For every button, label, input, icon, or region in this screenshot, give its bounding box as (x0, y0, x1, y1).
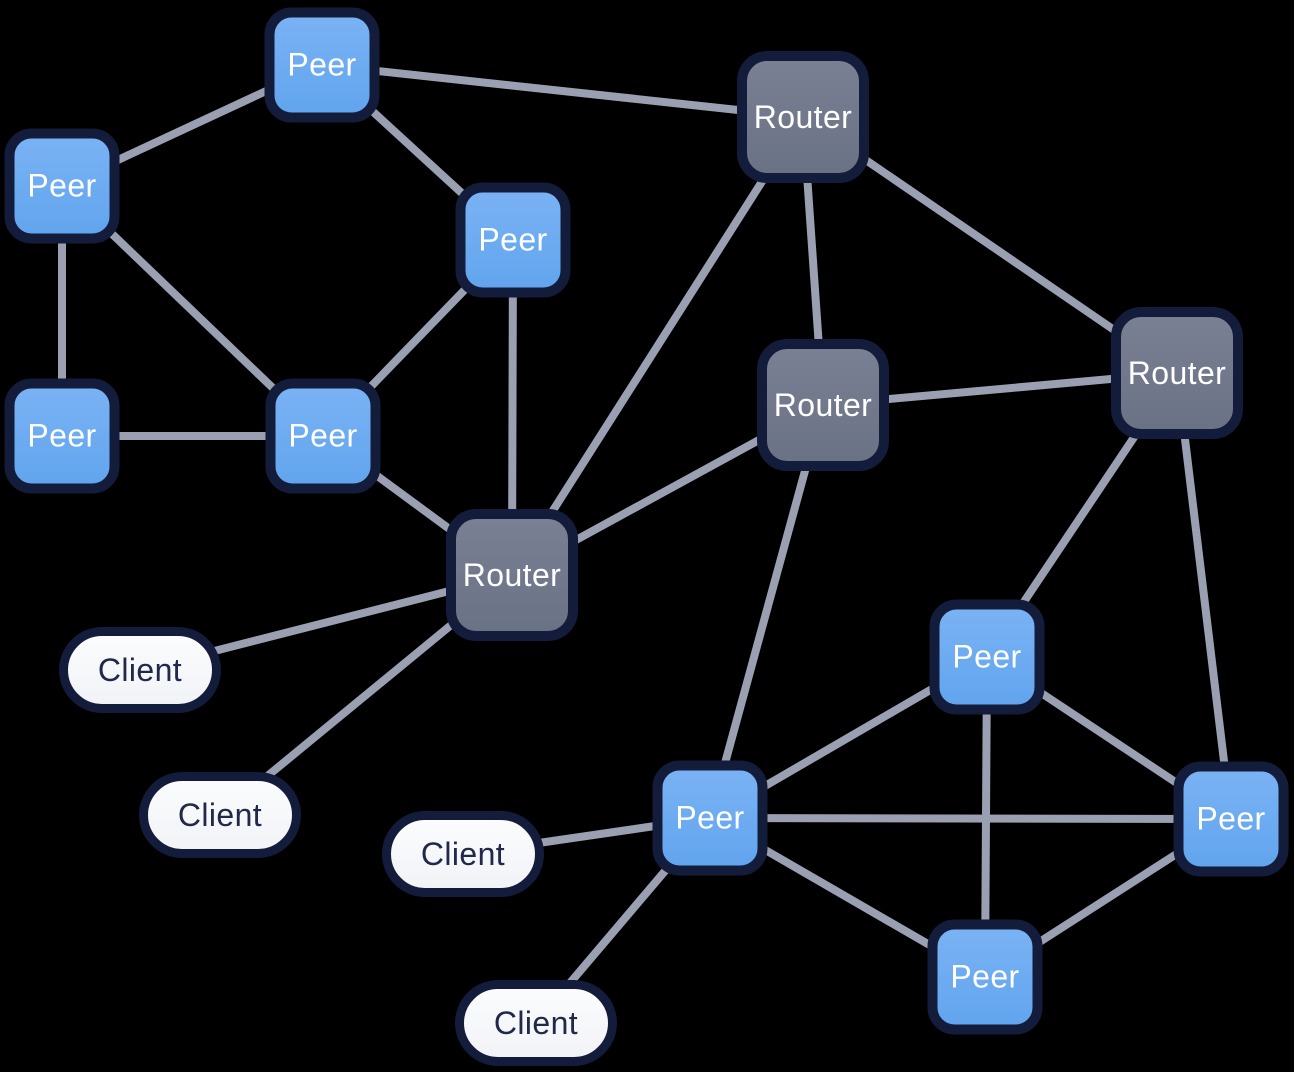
node-label: Peer (675, 799, 745, 836)
node-peer-5[interactable]: Peer (265, 378, 381, 494)
node-peer-6[interactable]: Peer (929, 599, 1045, 715)
node-peer-4[interactable]: Peer (4, 378, 120, 494)
node-client-3[interactable]: Client (382, 811, 544, 897)
node-label: Client (177, 796, 263, 833)
node-label: Peer (288, 417, 358, 454)
edge-router-3-peer-8 (1173, 369, 1235, 823)
node-client-4[interactable]: Client (455, 980, 617, 1066)
node-label: Peer (478, 221, 548, 258)
node-label: Router (753, 98, 853, 135)
edge-peer-7-peer-8 (706, 814, 1235, 823)
node-label: Client (420, 835, 506, 872)
node-label: Router (462, 556, 562, 593)
node-label: Peer (27, 417, 97, 454)
node-peer-1[interactable]: Peer (264, 7, 380, 123)
node-label: Peer (287, 46, 357, 83)
node-router-2[interactable]: Router (757, 339, 889, 471)
node-client-1[interactable]: Client (59, 627, 221, 713)
edge-peer-1-router-1 (318, 61, 807, 121)
node-peer-9[interactable]: Peer (927, 919, 1043, 1035)
edge-router-1-router-4 (508, 113, 807, 579)
node-peer-3[interactable]: Peer (455, 182, 571, 298)
node-peer-8[interactable]: Peer (1173, 761, 1289, 877)
node-label: Client (97, 651, 183, 688)
node-label: Peer (952, 638, 1022, 675)
node-label: Peer (1196, 800, 1266, 837)
node-label: Router (1127, 354, 1227, 391)
edge-router-2-peer-7 (706, 401, 827, 822)
node-label: Router (773, 386, 873, 423)
node-router-4[interactable]: Router (446, 509, 578, 641)
node-peer-2[interactable]: Peer (4, 128, 120, 244)
node-label: Client (493, 1004, 579, 1041)
node-peer-7[interactable]: Peer (652, 760, 768, 876)
node-client-2[interactable]: Client (139, 772, 301, 858)
node-router-1[interactable]: Router (737, 51, 869, 183)
node-router-3[interactable]: Router (1111, 307, 1243, 439)
node-label: Peer (950, 958, 1020, 995)
node-label: Peer (27, 167, 97, 204)
